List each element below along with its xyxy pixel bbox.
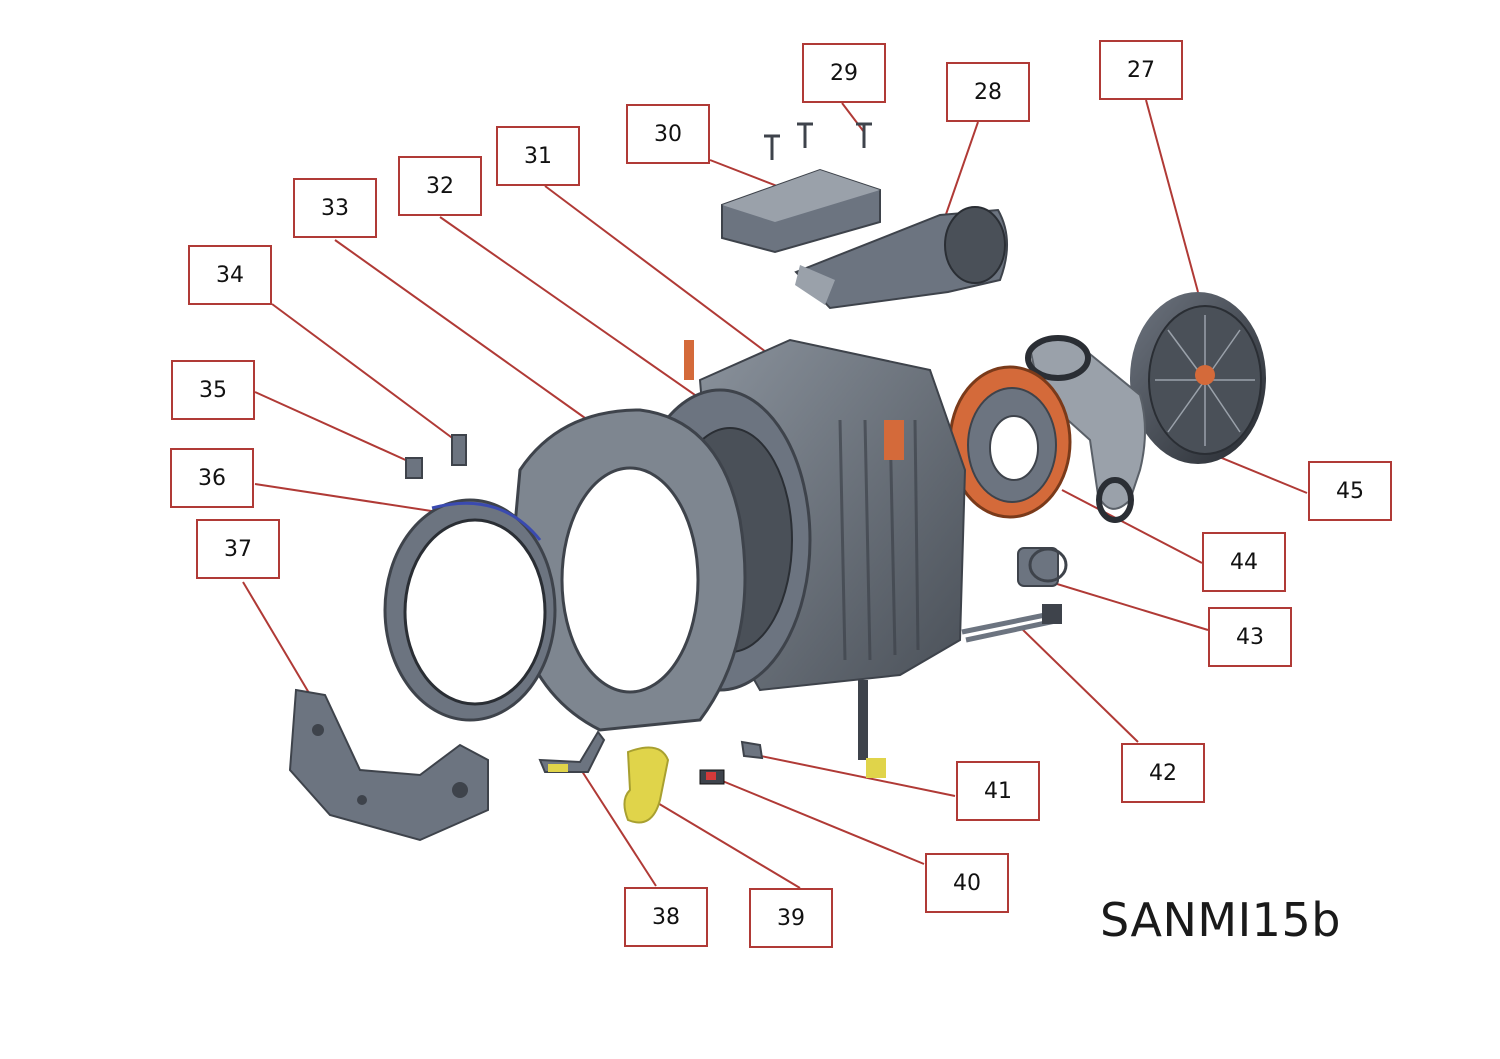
callout-41: 41 bbox=[956, 761, 1040, 821]
callout-42: 42 bbox=[1121, 743, 1205, 803]
bearing-bracket-part bbox=[1025, 335, 1146, 523]
callout-39: 39 bbox=[749, 888, 833, 948]
callout-33: 33 bbox=[293, 178, 377, 238]
clip-35-part bbox=[405, 457, 423, 479]
part-40-accent bbox=[706, 772, 716, 780]
callout-37: 37 bbox=[196, 519, 280, 579]
heater-element-part bbox=[961, 604, 1062, 643]
callout-36: 36 bbox=[170, 448, 254, 508]
callout-35: 35 bbox=[171, 360, 255, 420]
yellow-hose-39-part bbox=[623, 746, 670, 824]
top-bracket-part bbox=[794, 206, 1009, 310]
callout-45: 45 bbox=[1308, 461, 1392, 521]
callout-31: 31 bbox=[496, 126, 580, 186]
callout-38: 38 bbox=[624, 887, 708, 947]
rotor-part bbox=[1130, 292, 1266, 464]
leader-lines bbox=[242, 99, 1308, 889]
callout-44: 44 bbox=[1202, 532, 1286, 592]
clip-34-part bbox=[451, 434, 467, 466]
callout-34: 34 bbox=[188, 245, 272, 305]
sensor-41-part bbox=[740, 680, 886, 778]
callout-30: 30 bbox=[626, 104, 710, 164]
counterweight-part bbox=[721, 168, 881, 254]
callout-32: 32 bbox=[398, 156, 482, 216]
callout-29: 29 bbox=[802, 43, 886, 103]
lower-weight-part bbox=[288, 688, 489, 842]
hose-fitting-38-part bbox=[538, 730, 606, 773]
tub-front-part bbox=[508, 408, 747, 732]
callout-28: 28 bbox=[946, 62, 1030, 122]
part-43 bbox=[1017, 547, 1068, 587]
callout-43: 43 bbox=[1208, 607, 1292, 667]
stator-part bbox=[948, 365, 1072, 519]
door-ring-part bbox=[383, 498, 557, 722]
callout-40: 40 bbox=[925, 853, 1009, 913]
callout-27: 27 bbox=[1099, 40, 1183, 100]
screws-part bbox=[764, 122, 872, 160]
model-code-label: SANMI15b bbox=[1100, 893, 1341, 947]
